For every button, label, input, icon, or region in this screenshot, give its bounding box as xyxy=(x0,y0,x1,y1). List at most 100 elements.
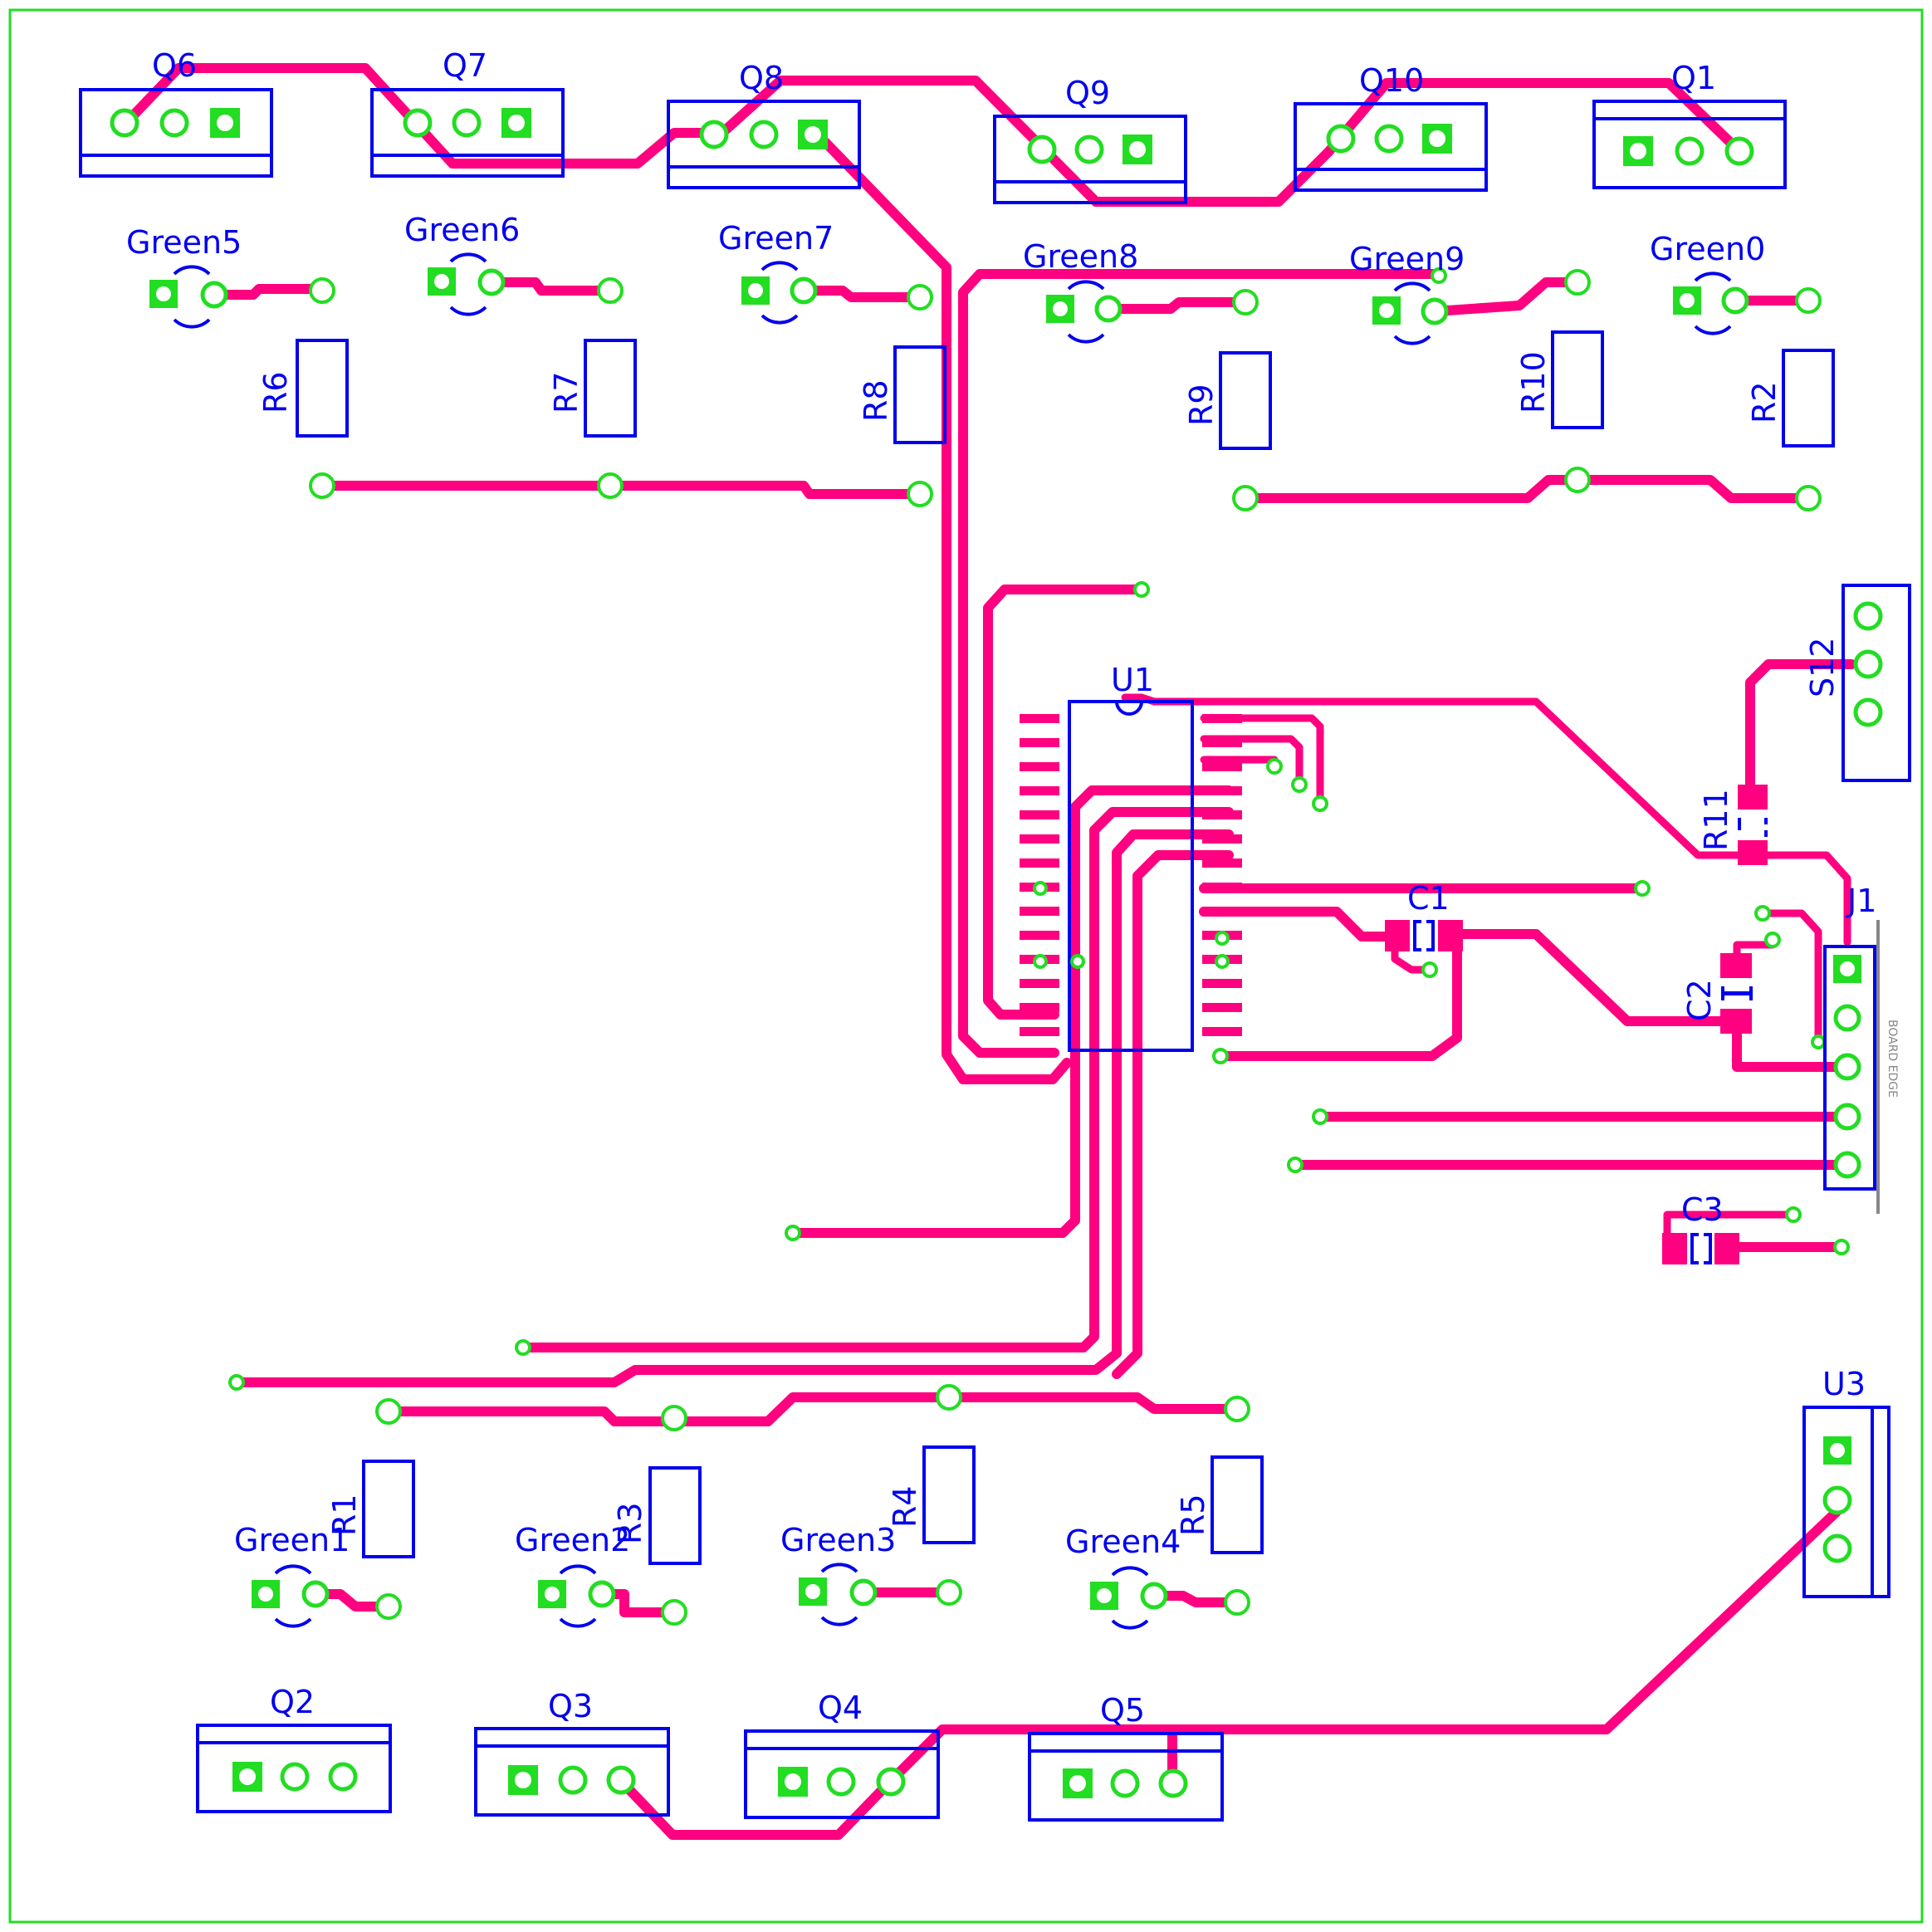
q2-label: Q2 xyxy=(270,1684,315,1720)
trace-q6-q8 xyxy=(120,63,1744,207)
trace-c3-top xyxy=(1663,1211,1797,1245)
board-outline xyxy=(8,8,1924,1924)
board-edge-label: BOARD EDGE xyxy=(1886,1020,1899,1098)
r11-label: R11 xyxy=(1698,789,1734,851)
capacitor-c3: C3 xyxy=(1662,1191,1739,1264)
r5-label: R5 xyxy=(1175,1494,1211,1536)
trace-green6 xyxy=(487,277,615,296)
green3-label: Green3 xyxy=(780,1522,896,1558)
trace-u1-p2 xyxy=(1200,714,1324,805)
r10-label: R10 xyxy=(1515,351,1552,413)
r8-label: R8 xyxy=(858,379,894,422)
transistor-q5: Q5 xyxy=(1028,1692,1224,1822)
q10-label: Q10 xyxy=(1359,62,1424,99)
trace-green9-bus xyxy=(958,269,1445,1058)
led-green1: Green1 xyxy=(234,1522,350,1628)
green4-label: Green4 xyxy=(1065,1524,1181,1560)
trace-green7 xyxy=(799,286,925,302)
c3-label: C3 xyxy=(1681,1191,1724,1228)
q6-label: Q6 xyxy=(152,47,197,84)
green8-label: Green8 xyxy=(1023,238,1138,275)
resistor-r6: R6 xyxy=(257,339,349,499)
resistor-r10: R10 xyxy=(1515,330,1604,493)
r9-label: R9 xyxy=(1183,384,1220,426)
r3-label: R3 xyxy=(612,1502,648,1544)
transistor-q4: Q4 xyxy=(744,1690,940,1819)
led-green3: Green3 xyxy=(780,1522,896,1626)
resistor-r4: R4 xyxy=(887,1384,976,1606)
r4-label: R4 xyxy=(887,1485,923,1528)
led-green6: Green6 xyxy=(404,212,624,316)
transistor-q3: Q3 xyxy=(474,1688,670,1817)
trace-green9 xyxy=(1430,277,1582,316)
regulator-u3: U3 xyxy=(1802,1366,1890,1598)
trace-green5 xyxy=(209,284,327,300)
trace-r-top-right xyxy=(1240,475,1813,503)
u3-label: U3 xyxy=(1822,1366,1866,1402)
trace-j1-via xyxy=(1758,909,1822,1046)
transistor-q10: Q10 xyxy=(1294,62,1488,192)
trace-r-bottom xyxy=(384,1392,1242,1426)
r6-label: R6 xyxy=(257,371,294,413)
green6-label: Green6 xyxy=(404,212,520,248)
q3-label: Q3 xyxy=(548,1688,593,1724)
traces xyxy=(120,63,1856,1840)
resistor-r3: R3 xyxy=(612,1405,702,1626)
trace-u1-b4 xyxy=(1112,850,1234,1379)
resistor-r1: R1 xyxy=(326,1398,415,1620)
resistor-r5: R5 xyxy=(1175,1396,1264,1616)
capacitor-c2: C2 xyxy=(1681,953,1753,1034)
trace-u1-p3 xyxy=(1200,735,1303,789)
trace-green8 xyxy=(1103,297,1250,314)
s12-label: S12 xyxy=(1804,638,1841,697)
led-green7: Green7 xyxy=(718,220,933,325)
led-green4: Green4 xyxy=(1065,1524,1181,1630)
trace-r-top-left xyxy=(317,481,925,499)
resistor-r9: R9 xyxy=(1183,351,1272,511)
led-green0: Green0 xyxy=(1650,231,1822,335)
c2-label: C2 xyxy=(1681,979,1718,1021)
transistor-q6: Q6 xyxy=(79,47,273,178)
r1-label: R1 xyxy=(326,1494,363,1536)
trace-u1-b2 xyxy=(518,807,1234,1352)
trace-q8-down xyxy=(813,130,1072,1084)
u1-pads xyxy=(1020,714,1242,1036)
transistor-q7: Q7 xyxy=(370,47,565,178)
q9-label: Q9 xyxy=(1065,75,1110,111)
green2-label: Green2 xyxy=(515,1522,630,1558)
transistor-q2: Q2 xyxy=(196,1684,392,1813)
c1-label: C1 xyxy=(1407,880,1450,917)
trace-u1-b1 xyxy=(788,785,1234,1238)
led-green8: Green8 xyxy=(1023,238,1259,344)
transistor-q9: Q9 xyxy=(993,75,1187,204)
trace-c1-gnd xyxy=(1215,932,1462,1061)
led-green5: Green5 xyxy=(126,224,335,329)
green5-label: Green5 xyxy=(126,224,242,261)
connector-j1: J1 BOARD EDGE xyxy=(1823,883,1899,1214)
capacitor-c1: C1 xyxy=(1385,880,1463,951)
trace-u1-loop xyxy=(983,584,1147,1020)
resistor-r2: R2 xyxy=(1746,349,1835,511)
r2-label: R2 xyxy=(1746,381,1783,423)
trace-c2-j1 xyxy=(1732,1029,1852,1072)
trace-u1-b3 xyxy=(232,829,1234,1387)
led-green2: Green2 xyxy=(515,1522,630,1628)
transistor-q1: Q1 xyxy=(1592,60,1787,189)
q7-label: Q7 xyxy=(443,47,487,84)
green0-label: Green0 xyxy=(1650,231,1765,267)
u1-vias xyxy=(228,581,1850,1391)
trace-c1-c2 xyxy=(1440,929,1744,1026)
green7-label: Green7 xyxy=(718,220,834,257)
trace-s12-r11 xyxy=(1745,659,1856,798)
j1-label: J1 xyxy=(1846,883,1876,919)
q5-label: Q5 xyxy=(1100,1692,1145,1729)
trace-green4 xyxy=(1149,1591,1242,1607)
u1-label: U1 xyxy=(1111,662,1154,698)
green1-label: Green1 xyxy=(234,1522,350,1558)
green9-label: Green9 xyxy=(1349,241,1465,277)
resistor-r8: R8 xyxy=(858,345,946,507)
trace-u1-top xyxy=(1121,693,1851,946)
resistor-r11: R11 xyxy=(1698,785,1768,865)
transistor-q8: Q8 xyxy=(667,60,861,189)
